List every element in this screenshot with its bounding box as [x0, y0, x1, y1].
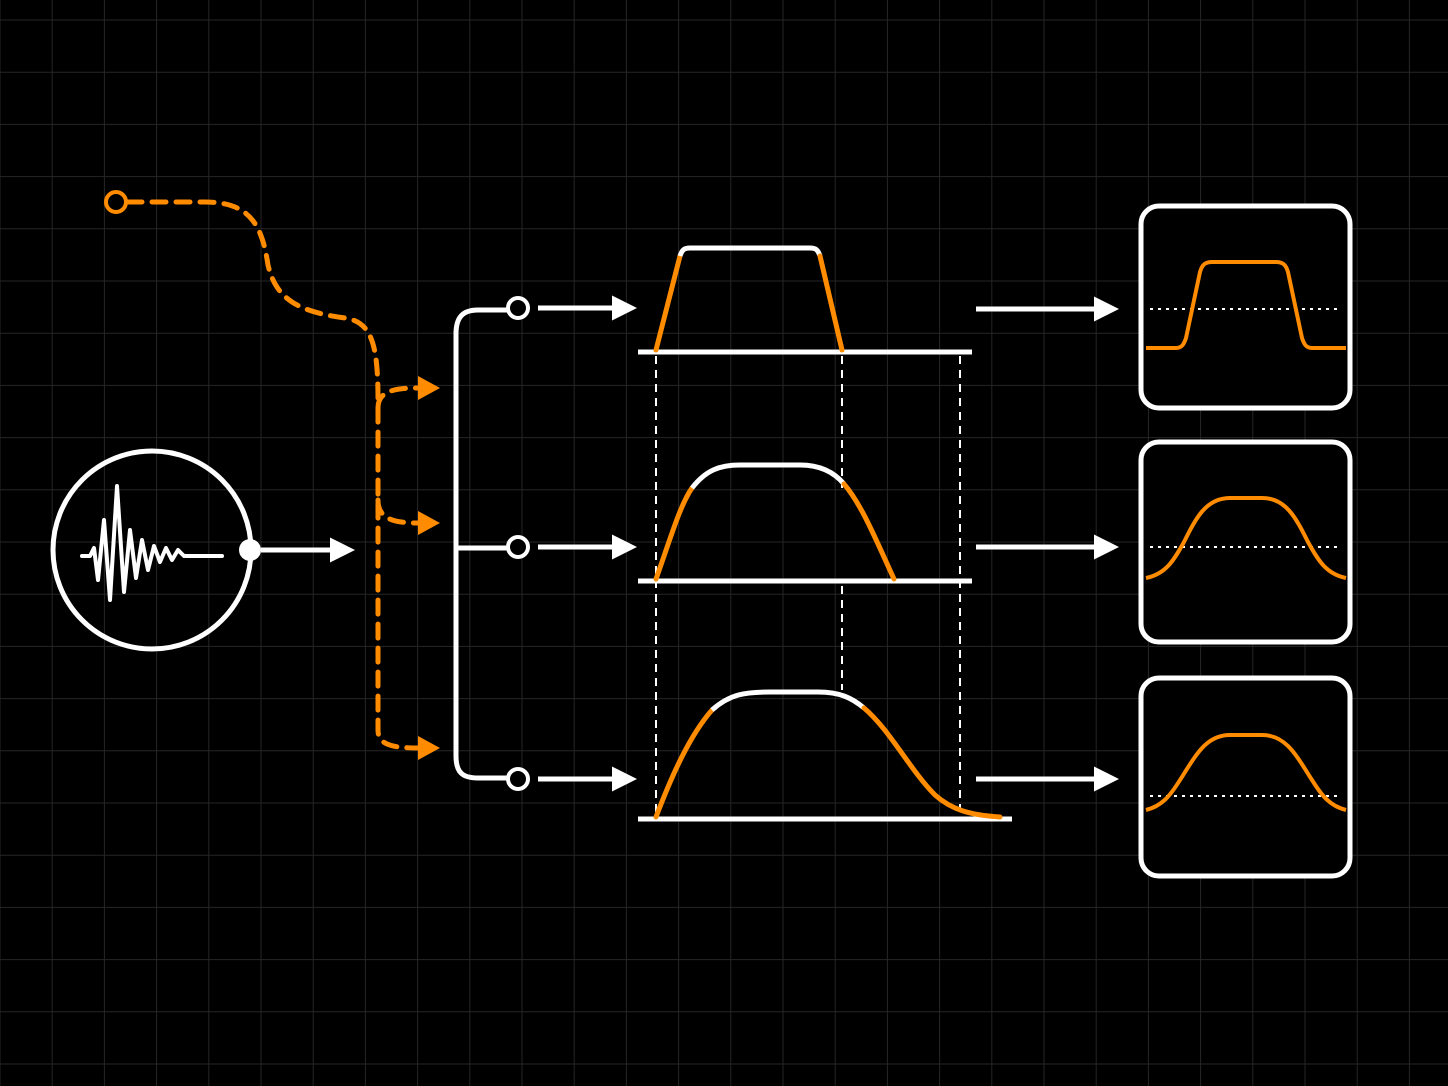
splitter-node-middle: [506, 535, 530, 559]
source-oscillator: [50, 448, 355, 652]
source-output-node: [239, 539, 261, 561]
splitter-node-upper: [506, 296, 530, 320]
stage-wide-rise: [653, 707, 715, 820]
smooth-window-icon: [1145, 496, 1347, 580]
control-node-icon: [104, 190, 128, 214]
trapezoid-window-icon: [1146, 260, 1346, 350]
control-arrow-lower-icon: [418, 736, 440, 760]
control-arrow-upper-icon: [418, 376, 440, 400]
control-dashed-path: [125, 199, 423, 751]
output-panel-lower: [1138, 675, 1353, 879]
stage-wide: [638, 689, 1012, 822]
control-branch-middle: [375, 497, 421, 526]
output-panel-upper-frame: [1138, 203, 1353, 411]
output-panel-middle-frame: [1138, 439, 1353, 645]
stage-narrow-top: [677, 245, 823, 257]
splitter-node-lower: [506, 767, 530, 791]
control-input: [104, 190, 440, 760]
stage-medium-top: [690, 462, 846, 490]
stage-medium-fall: [841, 481, 897, 582]
control-arrow-middle-icon: [418, 511, 440, 535]
output-panel-upper: [1138, 203, 1353, 411]
stage-medium-rise: [653, 485, 695, 582]
wide-smooth-window-icon: [1145, 733, 1347, 812]
output-panel-middle: [1138, 439, 1353, 645]
output-panel-lower-frame: [1138, 675, 1353, 879]
waveform-icon: [80, 484, 224, 602]
splitter: [453, 295, 637, 792]
stage-wide-top: [710, 689, 866, 712]
stage-narrow-rise: [653, 253, 683, 353]
stage-medium: [638, 462, 972, 584]
output-arrows: [976, 296, 1119, 792]
alignment-guides: [655, 356, 961, 812]
stage-narrow: [638, 245, 972, 355]
stage-wide-fall: [861, 705, 1003, 820]
stage-narrow-fall: [817, 253, 845, 353]
splitter-bracket: [453, 307, 508, 781]
control-branch-upper: [375, 385, 421, 411]
